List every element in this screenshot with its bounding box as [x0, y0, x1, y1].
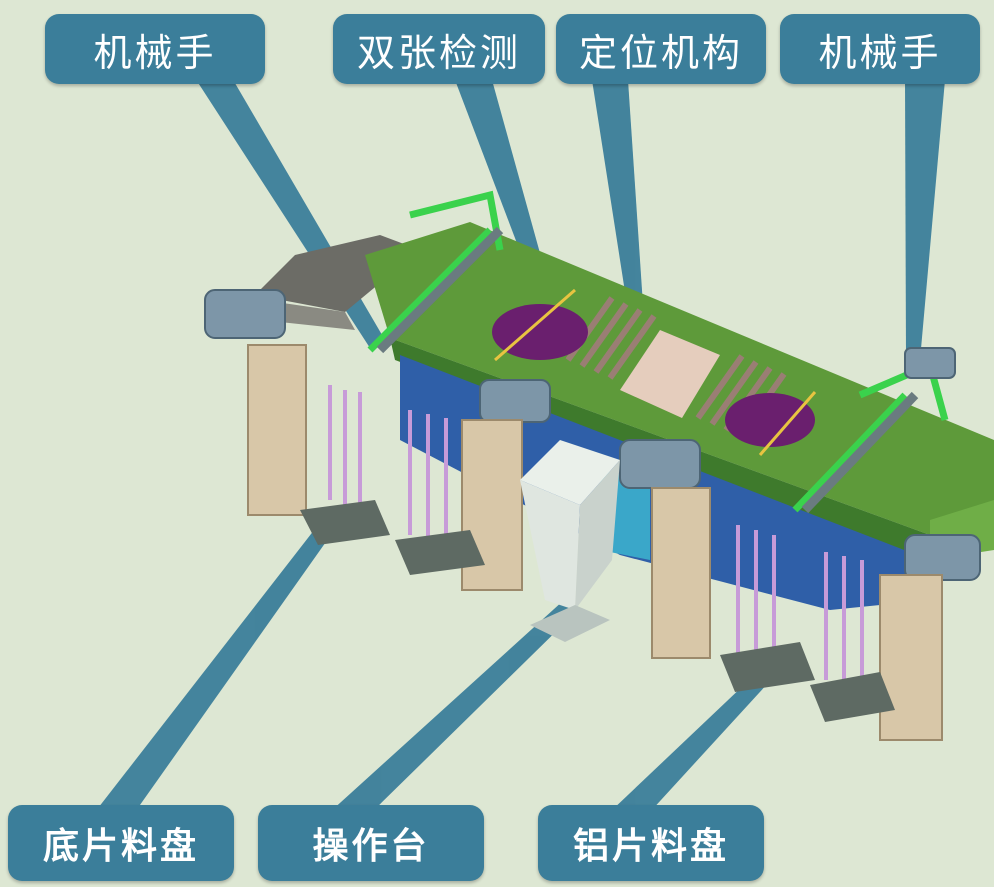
- motors: [204, 289, 981, 581]
- label-aluminum-sheet-tray: 铝片料盘: [538, 805, 764, 881]
- tray-bases: [300, 500, 895, 722]
- detection-disc-right: [725, 393, 815, 447]
- support-posts: [247, 344, 943, 741]
- label-positioning-mechanism: 定位机构: [556, 14, 766, 84]
- label-robot-arm-left: 机械手: [45, 14, 265, 84]
- pointer-positioning: [592, 80, 645, 337]
- label-robot-arm-right: 机械手: [780, 14, 980, 84]
- label-double-sheet-detection: 双张检测: [333, 14, 545, 84]
- detection-disc-left: [492, 304, 588, 360]
- label-operating-table: 操作台: [258, 805, 484, 881]
- pointer-aluminum-tray: [610, 664, 780, 812]
- pointer-robot-arm-right: [905, 80, 945, 360]
- operating-table: [520, 440, 620, 642]
- label-base-sheet-tray: 底片料盘: [8, 805, 234, 881]
- tray-rods: [328, 385, 864, 690]
- pointer-operating-table: [330, 600, 580, 812]
- pointer-base-tray: [95, 516, 340, 812]
- positioning-plate: [620, 330, 720, 418]
